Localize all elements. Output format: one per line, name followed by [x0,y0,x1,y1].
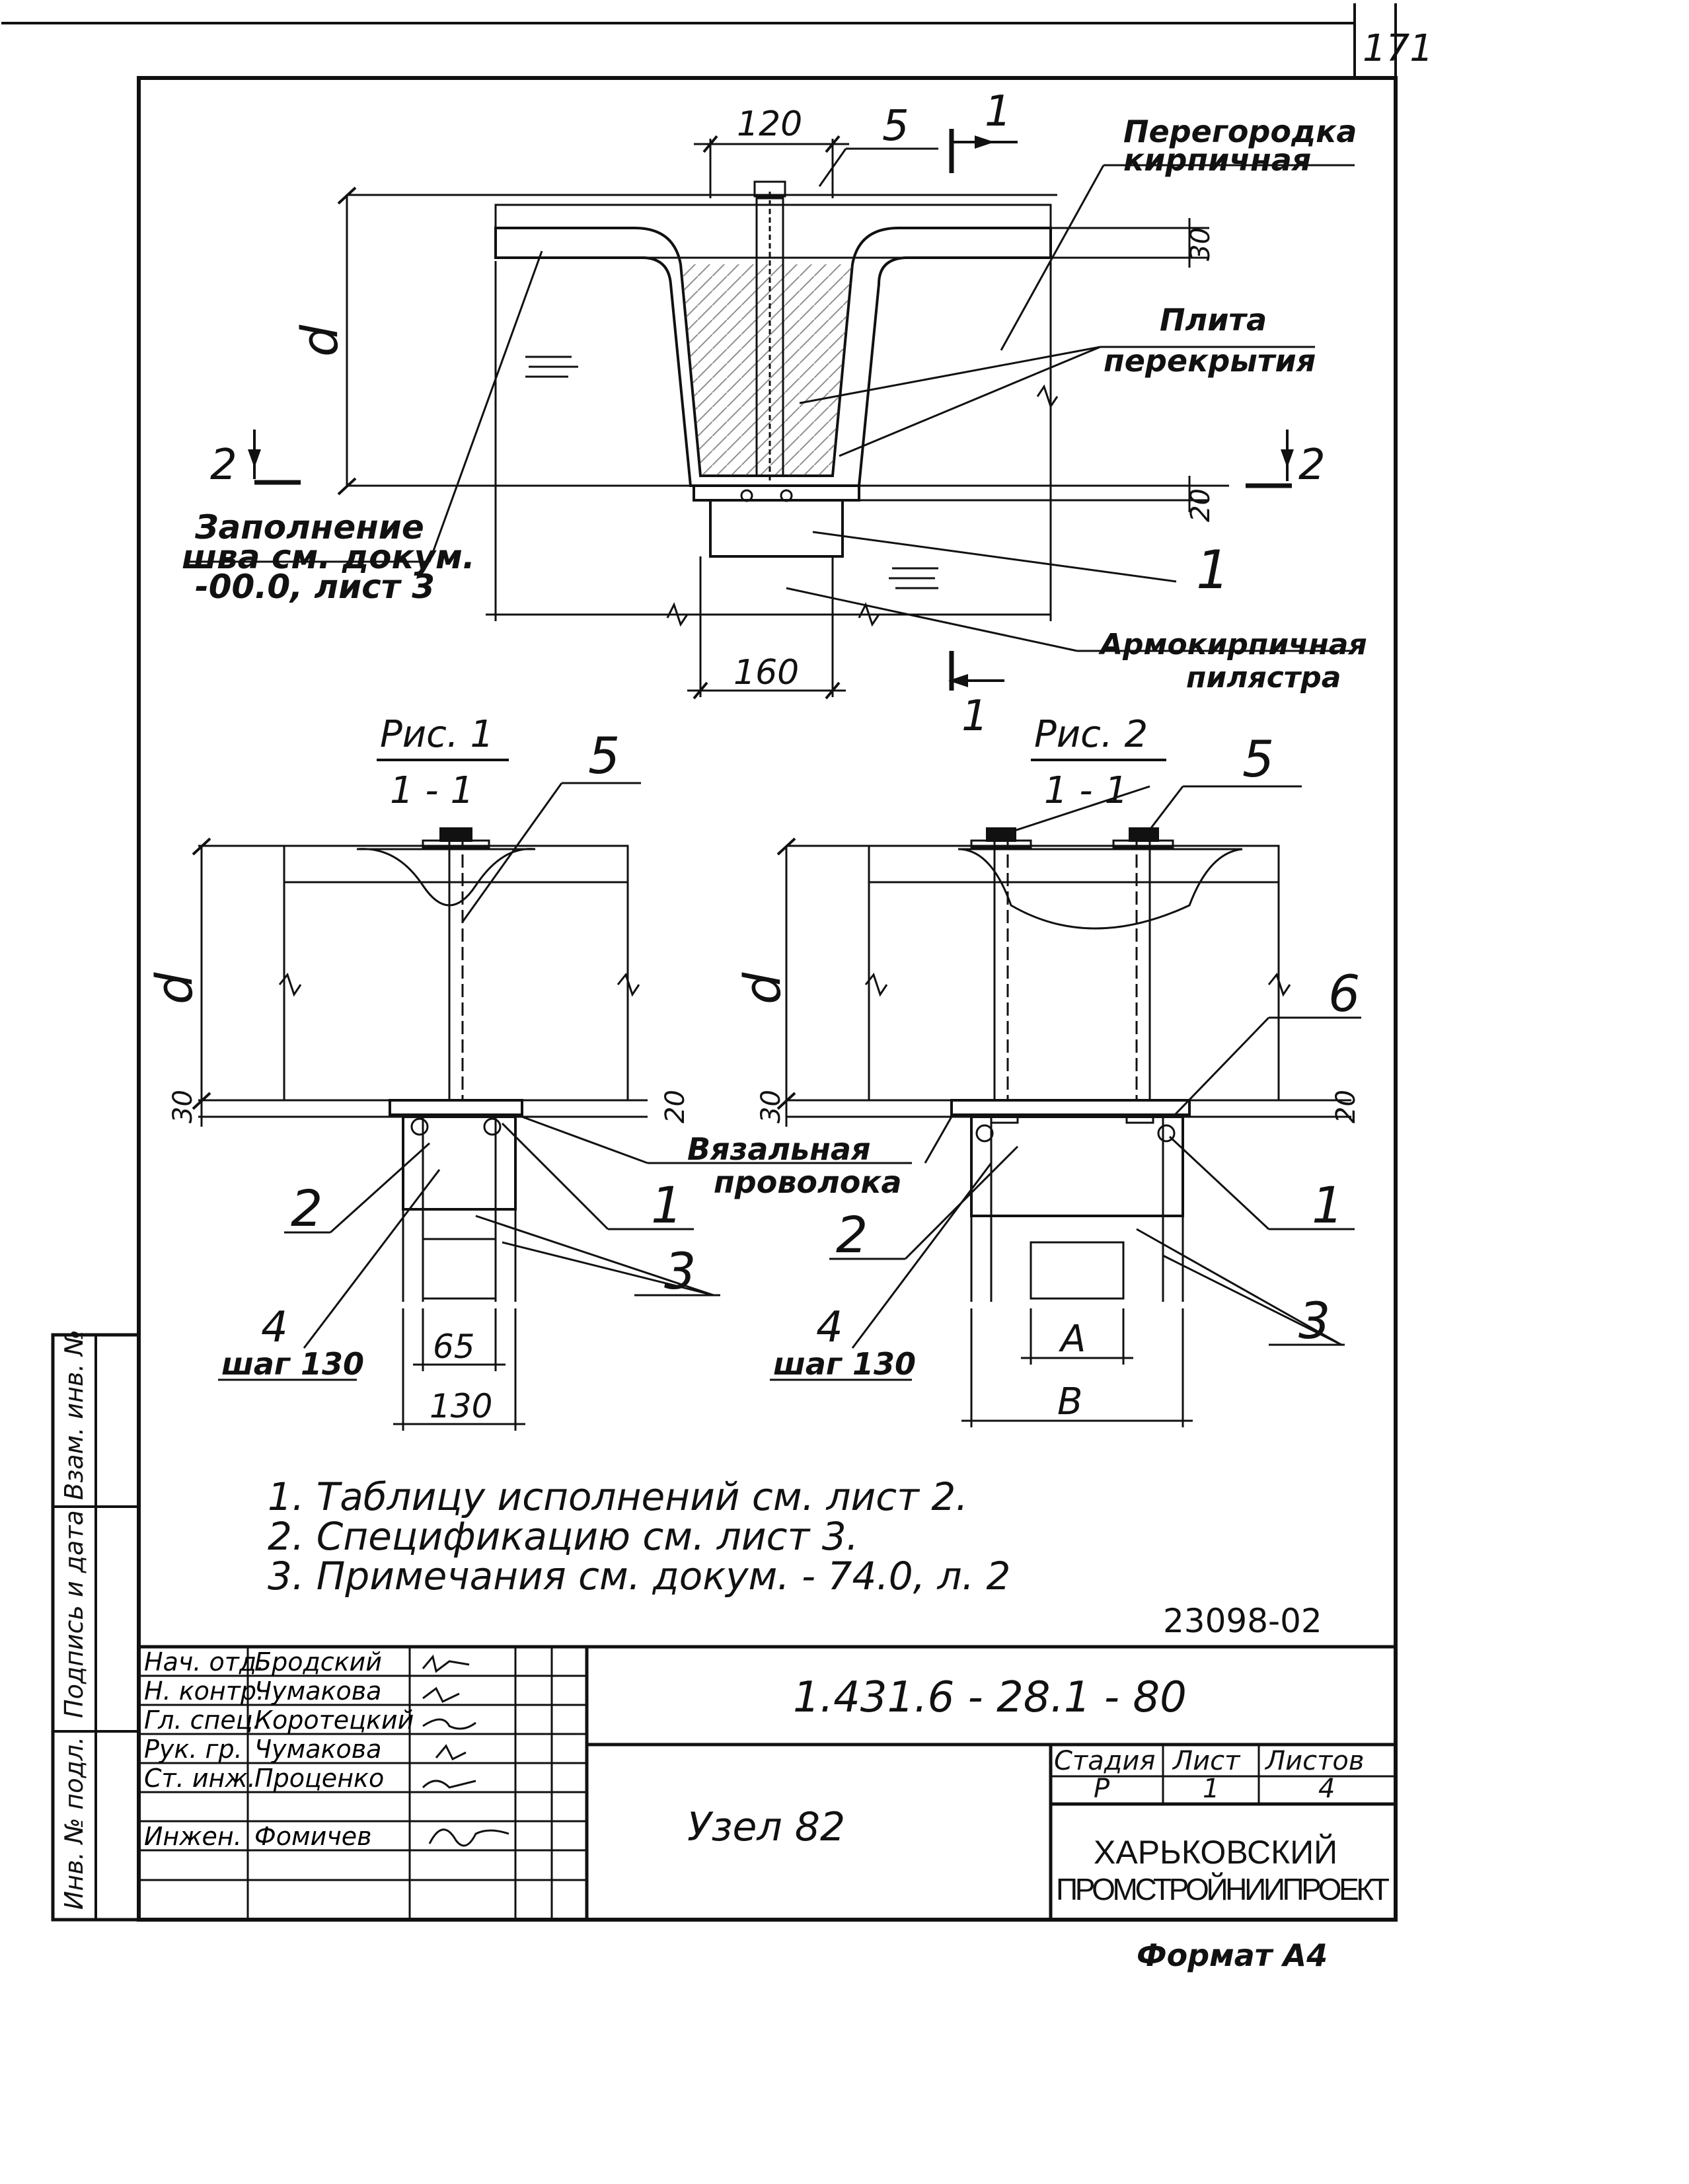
note-2: 2. Спецификацию см. лист 3. [268,1514,858,1559]
stamp-name-7: Фомичев [254,1822,372,1851]
archive-number: 23098-02 [1163,1602,1322,1640]
fig2-callout-6: 6 [1328,964,1360,1023]
stamp-doc-code: 1.431.6 - 28.1 - 80 [793,1673,1187,1722]
note-3: 3. Примечания см. докум. - 74.0, л. 2 [268,1554,1010,1599]
plan-joint-label-2: шва см. докум. [182,538,475,576]
title-block [137,1645,1398,1922]
figure-1: Рис. 1 1 - 1 30 20 d [145,713,912,1431]
plan-partition-label-1: Перегородка [1123,114,1357,149]
fig1-callout-3: 3 [664,1242,696,1300]
fig1-dim-20: 20 [660,1090,691,1123]
plan-slab-label-2: перекрытия [1104,343,1316,379]
stamp-role-7: Инжен. [144,1822,242,1851]
sheet-number: 171 [1363,27,1433,70]
stamp-right: 1.431.6 - 28.1 - 80 Узел 82 Стадия Лист … [687,1673,1390,1906]
stamp-sheet-value: 1 [1203,1774,1219,1804]
notes: 1. Таблицу исполнений см. лист 2. 2. Спе… [268,1474,1010,1599]
stamp-rows: Нач. отд. Бродский Н. контр. Чумакова Гл… [144,1647,509,1851]
plan-slab-label-1: Плита [1160,302,1267,338]
fig1-title: Рис. 1 [380,713,494,756]
fig1-dim-65: 65 [433,1328,475,1366]
plan-slab-core [644,256,906,487]
fig2-callout-5: 5 [1242,730,1274,788]
plan-dim-160: 160 [733,653,799,693]
plan-pilaster-label-1: Армокирпичная [1098,628,1367,661]
plan-dim-30: 30 [1185,227,1216,261]
fig2-step: шаг 130 [773,1346,916,1382]
stamp-name-5: Проценко [254,1764,384,1793]
fig1-wire-label-2: проволока [714,1164,902,1200]
stamp-name-4: Чумакова [254,1735,381,1764]
plan-section-1-bottom: 1 [961,692,989,741]
fig1-dim-d: d [145,972,204,1004]
note-1: 1. Таблицу исполнений см. лист 2. [268,1474,968,1519]
fig1-dim-30: 30 [168,1090,198,1123]
plan-section-2-right: 2 [1298,441,1326,490]
plan-callout-5: 5 [882,102,909,151]
fig1-wire-label-1: Вязальная [687,1131,871,1167]
plan-callout-1: 1 [1196,539,1230,601]
side-stamp-signature-label: Подпись и дата [59,1510,89,1718]
stamp-name-3: Коротецкий [254,1706,414,1735]
fig2-section: 1 - 1 [1044,769,1128,812]
stamp-title: Узел 82 [687,1804,845,1850]
fig1-callout-2: 2 [291,1179,322,1238]
stamp-stage-header: Стадия [1054,1746,1155,1776]
fig1-callout-5: 5 [588,726,620,785]
signatures [422,1654,509,1847]
fig2-callout-2: 2 [836,1205,868,1264]
fig2-title: Рис. 2 [1034,713,1148,756]
stamp-name-2: Чумакова [254,1676,381,1706]
plan-support-plate [693,484,860,502]
plan-dim-d: d [290,324,349,357]
fig1-section: 1 - 1 [390,769,474,812]
stamp-name-1: Бродский [254,1647,382,1676]
stamp-org-1: ХАРЬКОВСКИЙ [1094,1833,1337,1871]
fig1-step: шаг 130 [221,1346,364,1382]
plan-dim-20: 20 [1185,488,1216,522]
fig2-callout-4: 4 [816,1303,843,1352]
fig2-dim-20: 20 [1331,1090,1361,1123]
stamp-org-2: ПРОМСТРОЙНИИПРОЕКТ [1056,1872,1390,1906]
fig2-callout-1: 1 [1312,1176,1343,1234]
side-stamp-inv-label: Инв. № подл. [59,1737,89,1910]
fig2-dim-d: d [733,972,792,1004]
fig1-dim-130: 130 [430,1387,492,1425]
stamp-sheets-header: Листов [1264,1746,1364,1776]
stamp-sheet-header: Лист [1172,1746,1241,1776]
format-label: Формат А4 [1137,1938,1328,1973]
side-stamp-replace-label: Взам. инв. № [59,1330,89,1500]
fig1-slab-topping [283,845,629,884]
plan-slab-topping [494,204,1052,259]
fig2-dim-30: 30 [756,1090,786,1123]
fig2-callout-3: 3 [1298,1291,1330,1350]
plan-dim-120: 120 [737,104,802,144]
fig2-dim-a: A [1059,1318,1086,1361]
plan-section: 120 160 d 30 20 5 1 1 2 [182,87,1367,741]
plan-partition-label-2: кирпичная [1123,142,1311,178]
plan-section-1-top: 1 [985,87,1012,136]
stamp-stage-value: Р [1094,1774,1110,1804]
plan-joint-label-1: Заполнение [194,508,424,546]
stamp-sheets-value: 4 [1318,1774,1335,1804]
stamp-role-2: Н. контр. [144,1676,264,1706]
plan-pilaster-head [709,499,844,558]
stamp-role-4: Рук. гр. [144,1735,243,1764]
fig2-dim-b: B [1057,1380,1082,1423]
fig1-callout-4: 4 [261,1303,288,1352]
stamp-role-1: Нач. отд. [144,1647,264,1676]
figure-2: Рис. 2 1 - 1 [733,713,1361,1427]
fig1-callout-1: 1 [651,1176,683,1234]
plan-joint-label-3: -00.0, лист 3 [195,568,435,606]
stamp-role-5: Ст. инж. [144,1764,256,1793]
fig2-slab-topping [868,845,1280,884]
plan-pilaster-label-2: пилястра [1186,661,1341,695]
stamp-role-3: Гл. спец. [144,1706,261,1735]
plan-section-2-left: 2 [210,441,237,490]
